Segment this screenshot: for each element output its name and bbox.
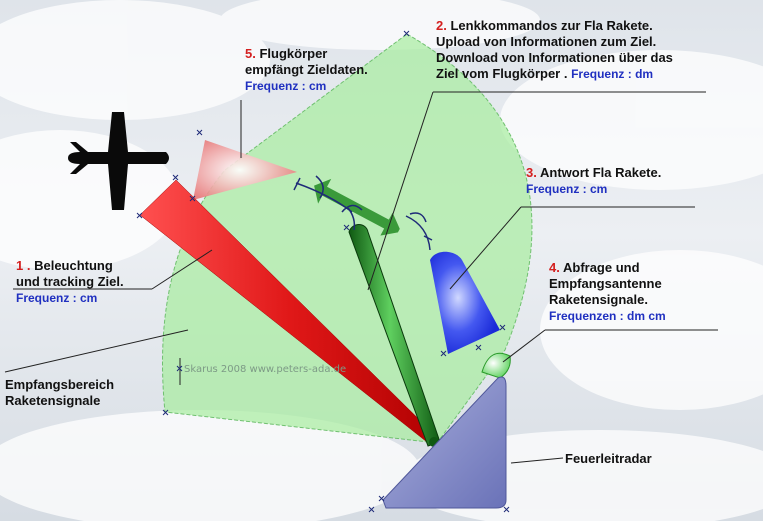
fire-control-radar [382,376,507,509]
label-text: Ziel vom Flugkörper . [436,66,568,81]
label-text: Raketensignale. [549,292,648,307]
label-frequency: Frequenz : cm [245,79,327,93]
command-link-arcs [293,175,433,251]
label-missile-reply: 3. Antwort Fla Rakete. Frequenz : cm [526,165,661,197]
label-interrogation: 4. Abfrage und Empfangsantenne Raketensi… [549,260,666,324]
antenna-dish [481,352,511,379]
control-markers [136,30,510,513]
label-reception-area: Empfangsbereich Raketensignale [5,377,114,409]
label-text: Abfrage und [562,260,640,275]
seeker-cone [193,140,297,200]
label-text: Antwort Fla Rakete. [539,165,662,180]
label-number: 4. [549,260,560,275]
watermark: Skarus 2008 www.peters-ada.de [184,364,347,375]
label-number: 5. [245,46,256,61]
label-missile-receives: 5. Flugkörper empfängt Zieldaten. Freque… [245,46,368,94]
label-text: Empfangsbereich [5,377,115,392]
label-fire-control-radar: Feuerleitradar [565,451,652,467]
label-text: Beleuchtung [34,258,113,273]
missile-icon [314,178,400,236]
label-text: Download von Informationen über das [436,50,673,65]
label-text: Flugkörper [259,46,328,61]
leader-lines [4,91,718,464]
label-number: 2. [436,18,447,33]
label-frequency: Frequenz : cm [16,291,98,305]
label-text: Feuerleitradar [565,451,652,466]
label-frequency: Frequenz : dm [571,67,654,81]
label-text: und tracking Ziel. [16,274,124,289]
label-frequency: Frequenz : cm [526,182,608,196]
label-text: Raketensignale [5,393,101,408]
airplane-icon [68,112,169,210]
label-number: 1 . [16,258,31,273]
label-text: Empfangsantenne [549,276,662,291]
label-text: empfängt Zieldaten. [245,62,368,77]
label-number: 3. [526,165,537,180]
label-guidance-commands: 2. Lenkkommandos zur Fla Rakete. Upload … [436,18,673,82]
label-illumination: 1 . Beleuchtung und tracking Ziel. Frequ… [16,258,124,306]
reply-cone [430,251,500,354]
label-text: Lenkkommandos zur Fla Rakete. [450,18,653,33]
label-frequency: Frequenzen : dm cm [549,309,666,323]
label-text: Upload von Informationen zum Ziel. [436,34,657,49]
